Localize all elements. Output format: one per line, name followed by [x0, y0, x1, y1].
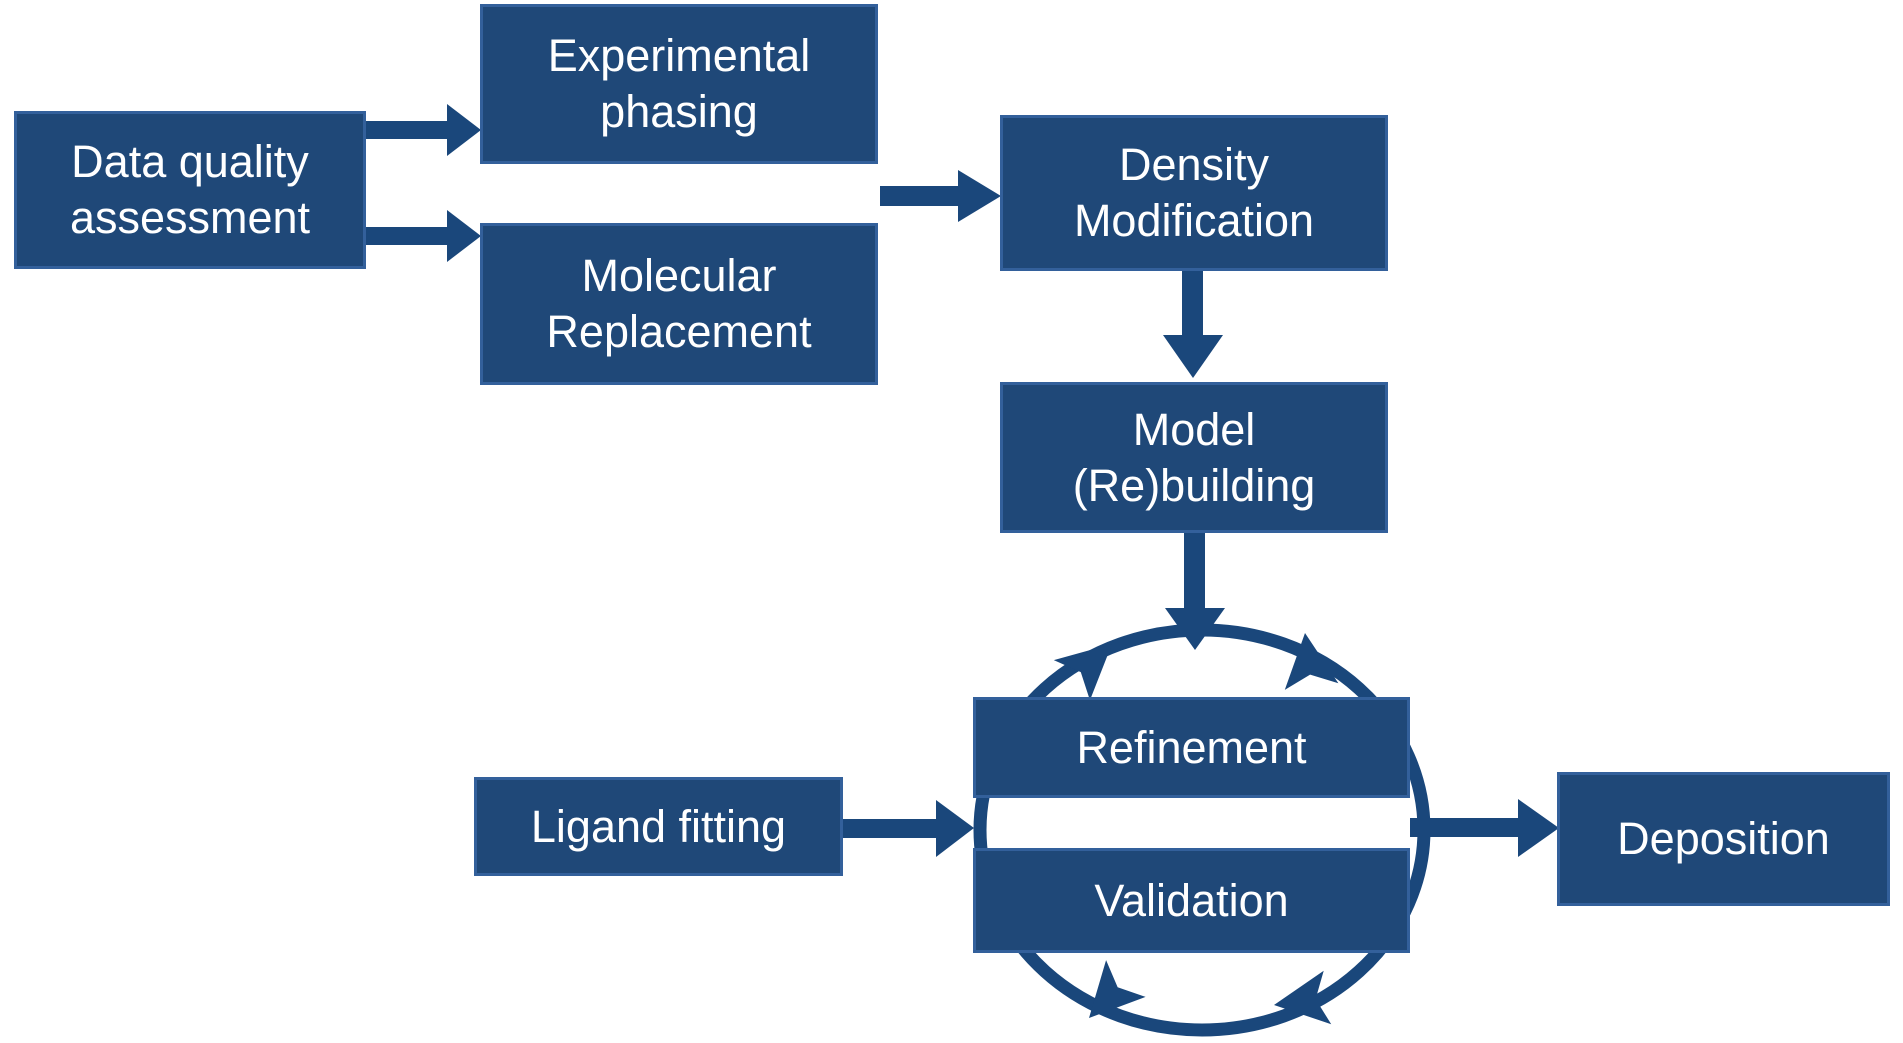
node-model-rebuilding: Model (Re)building	[1000, 382, 1388, 533]
cycle-arrowhead-top-left	[1053, 644, 1112, 701]
arrow-phasing-to-density	[880, 170, 1001, 222]
arrow-dataquality-to-experimental	[366, 104, 481, 156]
arrow-dataquality-to-molecular	[366, 210, 481, 262]
node-label-line: Molecular	[581, 250, 777, 302]
arrow-cycle-to-deposition	[1410, 799, 1559, 857]
node-label-line: Refinement	[1076, 721, 1307, 773]
node-label-line: Density	[1118, 139, 1270, 191]
node-label-line: Model	[1132, 403, 1256, 455]
arrow-density-to-model	[1163, 268, 1223, 378]
cycle-ring-arrows	[973, 623, 1431, 1037]
node-label-line: Ligand fitting	[530, 800, 787, 852]
cycle-arrowhead-top-right	[1284, 633, 1339, 690]
node-label-line: Modification	[1073, 195, 1315, 246]
cycle-ring	[973, 623, 1431, 1037]
node-label-line: phasing	[600, 86, 758, 137]
arrow-model-to-cycle	[1165, 531, 1225, 650]
node-ligand-fitting: Ligand fitting	[474, 777, 843, 876]
node-deposition: Deposition	[1557, 772, 1890, 906]
node-experimental-phasing: Experimental phasing	[480, 4, 878, 164]
node-data-quality-assessment: Data quality assessment	[14, 111, 366, 269]
arrow-ligand-to-cycle	[843, 800, 974, 857]
node-validation: Validation	[973, 848, 1410, 953]
node-label-line: Data quality	[71, 136, 309, 188]
node-density-modification: Density Modification	[1000, 115, 1388, 271]
node-label-line: Validation	[1094, 874, 1289, 926]
node-label-line: Replacement	[546, 306, 812, 357]
node-label-line: Deposition	[1617, 813, 1830, 865]
node-molecular-replacement: Molecular Replacement	[480, 223, 878, 385]
node-label-line: Experimental	[547, 30, 811, 82]
node-label-line: assessment	[69, 192, 311, 243]
cycle-arrowhead-bottom-left	[1089, 960, 1146, 1018]
cycle-arrowhead-bottom-right	[1274, 970, 1332, 1025]
node-refinement: Refinement	[973, 697, 1410, 798]
node-label-line: (Re)building	[1072, 459, 1316, 511]
